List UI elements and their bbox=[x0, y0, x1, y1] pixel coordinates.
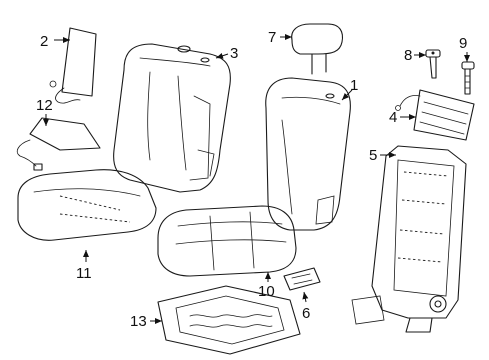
callout-11-label: 11 bbox=[76, 265, 92, 282]
callout-3-label: 3 bbox=[230, 45, 238, 62]
seatback-frame bbox=[351, 145, 467, 333]
callout-1: 1 bbox=[341, 77, 358, 101]
callout-10: 10 bbox=[258, 272, 275, 300]
callout-1-label: 1 bbox=[350, 77, 358, 94]
callout-6: 6 bbox=[302, 291, 310, 322]
seat-cushion-pad bbox=[157, 205, 297, 277]
callout-11: 11 bbox=[76, 250, 92, 282]
headrest bbox=[291, 23, 344, 75]
callout-7: 7 bbox=[268, 29, 292, 46]
callout-8-label: 8 bbox=[404, 47, 412, 64]
seatback-cover bbox=[113, 43, 231, 193]
seatback-assembly bbox=[265, 77, 351, 231]
callout-10-label: 10 bbox=[258, 283, 275, 300]
callout-13-label: 13 bbox=[130, 313, 147, 330]
seat-switch bbox=[283, 267, 321, 291]
callout-2: 2 bbox=[40, 33, 70, 50]
seat-heater-pad bbox=[16, 117, 101, 171]
callout-12: 12 bbox=[36, 97, 53, 126]
callout-5-label: 5 bbox=[369, 147, 377, 164]
seatback-panel bbox=[49, 27, 97, 104]
seat-cushion-cover bbox=[17, 169, 157, 241]
headrest-guide-left bbox=[425, 49, 441, 79]
seat-cushion-frame bbox=[157, 285, 301, 355]
callout-12-label: 12 bbox=[36, 97, 53, 114]
callout-4-label: 4 bbox=[389, 109, 397, 126]
callout-3: 3 bbox=[215, 45, 238, 62]
callout-6-label: 6 bbox=[302, 305, 310, 322]
callout-7-label: 7 bbox=[268, 29, 276, 46]
headrest-guide-right bbox=[461, 61, 475, 95]
callout-4: 4 bbox=[389, 109, 416, 126]
lumbar-support bbox=[395, 89, 475, 141]
callout-8: 8 bbox=[404, 47, 426, 64]
callout-9: 9 bbox=[459, 35, 470, 62]
callout-2-label: 2 bbox=[40, 33, 48, 50]
callout-13: 13 bbox=[130, 313, 162, 330]
callout-5: 5 bbox=[369, 147, 396, 164]
callout-9-label: 9 bbox=[459, 35, 467, 52]
